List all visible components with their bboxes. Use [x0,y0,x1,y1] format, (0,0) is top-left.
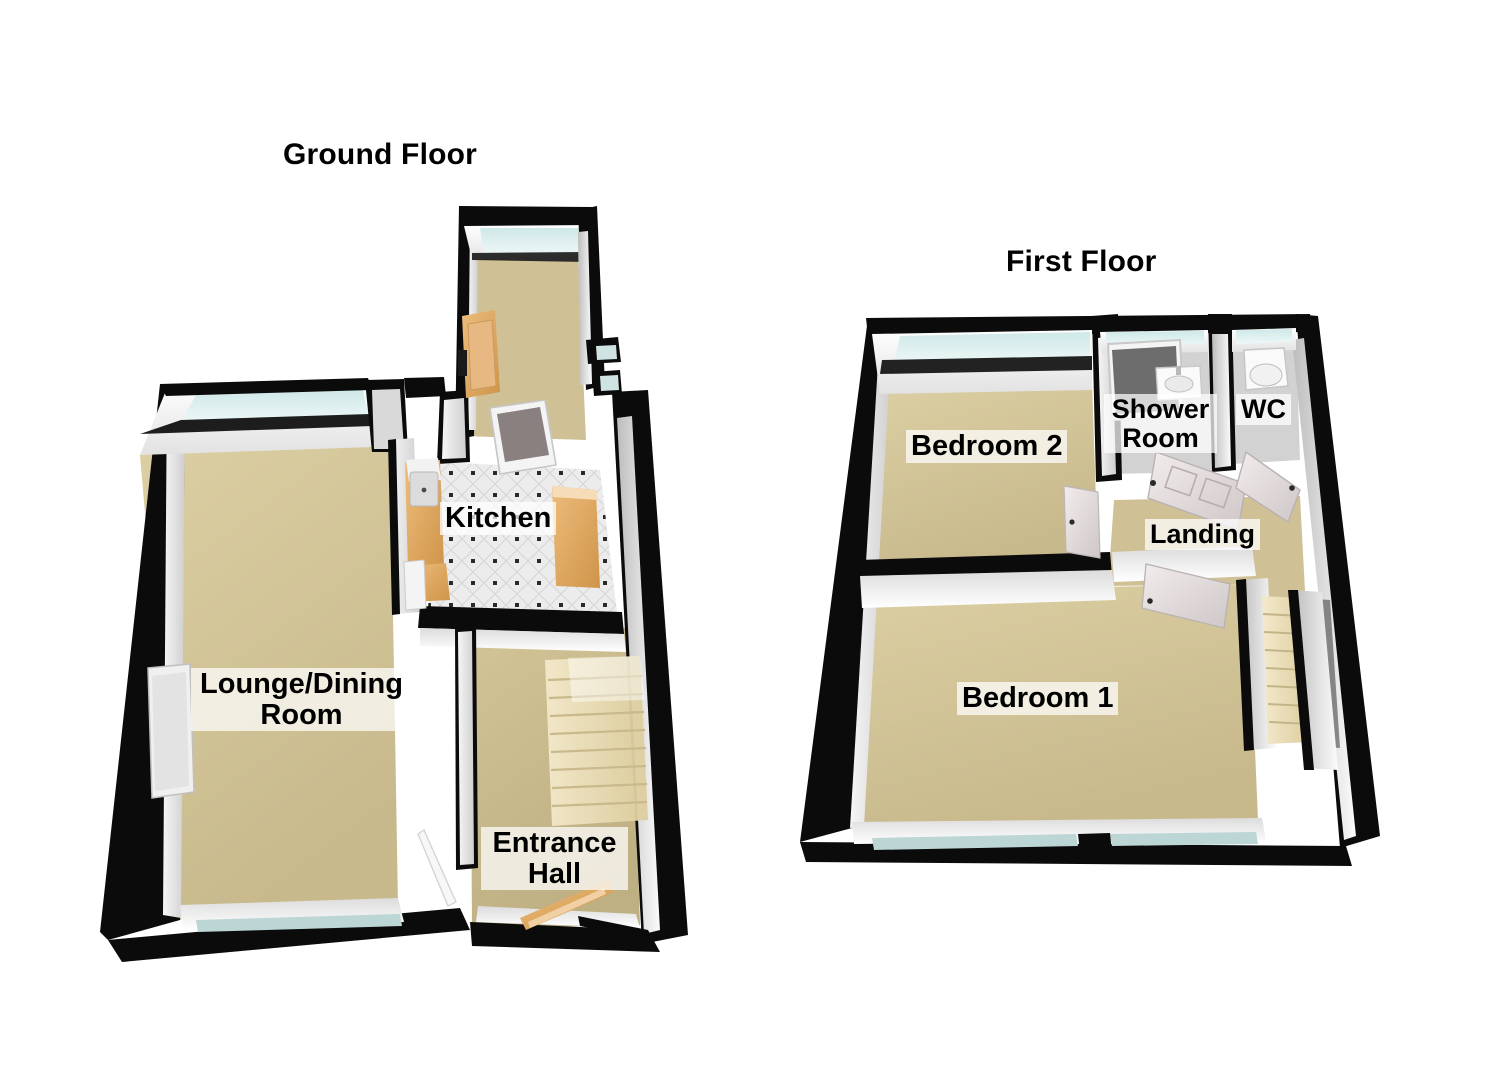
internal-door-kitchen [458,310,500,398]
door-bedroom-1 [1141,563,1231,629]
room-label-wc: WC [1236,394,1291,425]
door-wc [1235,450,1301,524]
staircase-up [545,656,648,826]
ff-exterior-wall-east [1296,314,1380,848]
front-door-threshold [578,916,650,940]
bedroom2-window [894,332,1090,364]
bedroom1-south-window-right [1110,832,1258,846]
bedroom2-floor [878,382,1098,566]
lounge-door [417,829,457,907]
kitchen-worktop-run [552,486,600,588]
first-floor-title: First Floor [1006,245,1157,278]
kitchen-sink-unit [405,458,444,570]
room-label-bedroom-2: Bedroom 2 [906,430,1068,463]
first-floor-structure [800,314,1380,866]
lounge-north-wall-top [160,378,372,396]
rear-lobby-north-wall [459,206,594,228]
kitchen-doorway [403,559,427,611]
ground-floor-title: Ground Floor [283,138,478,171]
kitchen-north-wall [404,377,446,398]
ff-exterior-wall-west [800,318,886,842]
bedroom1-south-window-left [872,834,1078,850]
bedroom1-north-inner [860,570,1116,608]
room-label-bedroom-1: Bedroom 1 [957,682,1119,715]
room-label-lounge-dining-room: Lounge/Dining Room [191,668,412,732]
wash-basin [1155,365,1203,401]
front-door [520,880,614,930]
wc-window [1236,329,1292,344]
radiator-kitchen [489,399,557,475]
exterior-wall-west-cap [100,384,185,940]
rear-lobby-floor [462,255,586,440]
room-label-landing: Landing [1145,519,1260,550]
room-label-shower-room: Shower Room [1104,394,1217,454]
lounge-window-glass [181,390,368,422]
wc-pan [1243,347,1289,391]
room-label-entrance-hall: Entrance Hall [481,827,628,891]
door-bedroom-2 [1063,485,1101,559]
room-label-kitchen: Kitchen [440,502,557,535]
rear-lobby-window [480,228,585,255]
lounge-south-window [196,914,402,932]
ground-floor-structure [100,206,688,962]
radiator-lounge [147,663,195,799]
